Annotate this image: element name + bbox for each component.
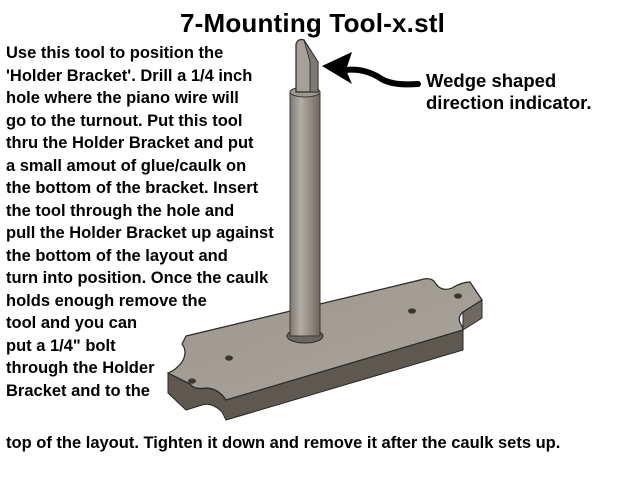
rod-shaft: [289, 91, 321, 337]
base-plate-side: [167, 329, 464, 421]
callout-line: direction indicator.: [426, 92, 592, 113]
instruction-line: put a 1/4" bolt: [6, 336, 116, 355]
instruction-line: the tool through the hole and: [6, 201, 235, 220]
instruction-line: the bottom of the bracket. Insert: [6, 179, 259, 197]
plate-hole-3: [408, 308, 416, 314]
instruction-line: thru the Holder Bracket and put: [6, 134, 254, 152]
plate-hole-1: [225, 355, 233, 361]
callout-arrowhead: [322, 52, 352, 84]
instruction-line: Bracket and to the: [6, 381, 150, 400]
instruction-line: tool and you can: [6, 314, 138, 332]
callout-line: Wedge shaped: [426, 70, 557, 91]
instruction-line: Use this tool to position the: [6, 44, 224, 62]
instruction-line: holds enough remove the: [6, 291, 207, 310]
instruction-line: the bottom of the layout and: [6, 246, 228, 265]
instructions-text: Use this tool to position the 'Holder Br…: [6, 42, 296, 402]
wedge-callout: Wedge shaped direction indicator.: [426, 70, 592, 114]
plate-hole-4: [454, 293, 462, 299]
instruction-line: 'Holder Bracket'. Drill a 1/4 inch: [6, 66, 253, 85]
wedge-face: [303, 39, 319, 93]
instruction-line: go to the turnout. Put this tool: [6, 111, 243, 130]
page-title: 7-Mounting Tool-x.stl: [179, 8, 446, 38]
instruction-final-line: top of the layout. Tighten it down and r…: [6, 434, 561, 452]
base-plate-top: [166, 278, 483, 401]
instruction-line: a small amout of glue/caulk on: [6, 156, 247, 175]
instruction-line: pull the Holder Bracket up against: [6, 224, 274, 242]
instruction-line: hole where the piano wire will: [6, 89, 239, 107]
instruction-line: turn into position. Once the caulk: [6, 269, 269, 287]
plate-hole-2: [188, 378, 196, 384]
callout-arrow-line: [343, 66, 421, 88]
instruction-line: through the Holder: [6, 359, 155, 377]
